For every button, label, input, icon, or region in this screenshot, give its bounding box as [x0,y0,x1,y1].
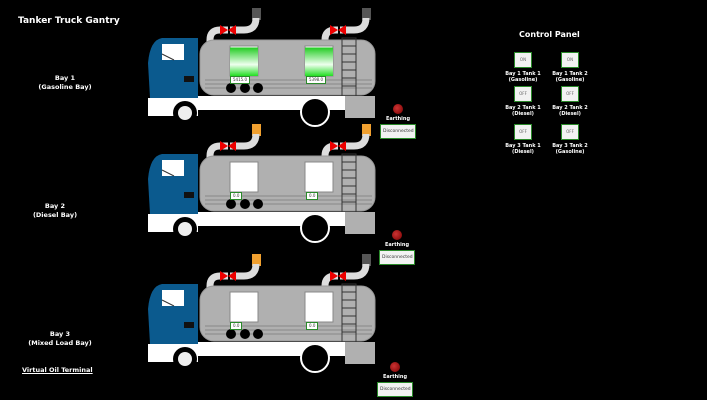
tank-toggle-button[interactable]: OFF [561,124,579,140]
tank-fuel-type: (Gasoline) [508,77,538,83]
earthing-indicator-icon [393,104,403,114]
fuel-pipe-1 [252,114,261,136]
tank-toggle-label: Bay 2 Tank 1(Diesel) [498,105,548,117]
valve-icon[interactable] [220,141,228,151]
bay-2-type: (Diesel Bay) [32,211,78,219]
bay-3-tank-2-value: 0.0 [306,322,319,330]
bay-3-earthing: Earthing Disconnected [375,362,415,397]
tank-fuel-type: (Gasoline) [555,77,585,83]
bay-3-truck [140,244,380,373]
bay-2-earthing: Earthing Disconnected [377,230,417,265]
fuel-pipe-2 [362,0,371,20]
earthing-label: Earthing [384,242,410,248]
tank-name: Bay 1 Tank 1 [505,71,541,77]
bay-1-name: Bay 1 [54,74,76,82]
tanker-truck-icon [148,0,376,127]
bay-2-label: Bay 2 (Diesel Bay) [20,202,90,220]
earthing-label: Earthing [382,374,408,380]
control-item-4: OFF Bay 2 Tank 2(Diesel) [545,86,595,117]
earthing-status[interactable]: Disconnected [379,250,415,265]
tank-fuel-type: (Diesel) [512,149,534,155]
tank-toggle-button[interactable]: OFF [514,124,532,140]
earthing-status[interactable]: Disconnected [380,124,416,139]
tank-name: Bay 3 Tank 2 [552,143,588,149]
valve-icon[interactable] [330,25,338,35]
earthing-status[interactable]: Disconnected [377,382,413,397]
valve-icon[interactable] [330,141,338,151]
footer-link[interactable]: Virtual Oil Terminal [22,366,93,374]
tank-fuel-type: (Gasoline) [555,149,585,155]
fuel-pipe-2 [362,244,371,266]
bay-2-name: Bay 2 [44,202,66,210]
bay-3-name: Bay 3 [49,330,71,338]
tank-toggle-button[interactable]: ON [514,52,532,68]
bay-3-label: Bay 3 (Mixed Load Bay) [20,330,100,348]
tank-toggle-button[interactable]: ON [561,52,579,68]
tank-name: Bay 1 Tank 2 [552,71,588,77]
bay-1-tank-1-value: 5415.0 [230,76,250,84]
tank-toggle-label: Bay 1 Tank 2(Gasoline) [545,71,595,83]
control-item-6: OFF Bay 3 Tank 2(Gasoline) [545,124,595,155]
fuel-pipe-1 [252,244,261,266]
bay-1-earthing: Earthing Disconnected [378,104,418,139]
tank-name: Bay 2 Tank 1 [505,105,541,111]
bay-3-tank-1-value: 0.0 [230,322,243,330]
control-panel-title: Control Panel [519,30,580,39]
valve-icon[interactable] [220,271,228,281]
bay-1-label: Bay 1 (Gasoline Bay) [30,74,100,92]
bay-2-truck [140,114,380,243]
bay-1-type: (Gasoline Bay) [38,83,92,91]
control-item-2: ON Bay 1 Tank 2(Gasoline) [545,52,595,83]
bay-2-tank-2-value: 0.0 [306,192,319,200]
tank-toggle-button[interactable]: OFF [514,86,532,102]
tank-toggle-button[interactable]: OFF [561,86,579,102]
bay-1-truck [140,0,380,127]
bay-1-tank-2-value: 5398.0 [306,76,326,84]
tank-name: Bay 2 Tank 2 [552,105,588,111]
tank-toggle-label: Bay 3 Tank 2(Gasoline) [545,143,595,155]
tank-toggle-label: Bay 2 Tank 2(Diesel) [545,105,595,117]
tank-fuel-type: (Diesel) [559,111,581,117]
control-item-1: ON Bay 1 Tank 1(Gasoline) [498,52,548,83]
bay-3-type: (Mixed Load Bay) [28,339,92,347]
tank-name: Bay 3 Tank 1 [505,143,541,149]
tank-toggle-label: Bay 3 Tank 1(Diesel) [498,143,548,155]
tanker-truck-icon [148,244,376,373]
valve-icon[interactable] [220,25,228,35]
valve-icon[interactable] [330,271,338,281]
control-item-3: OFF Bay 2 Tank 1(Diesel) [498,86,548,117]
bay-2-tank-1-value: 0.0 [230,192,243,200]
fuel-pipe-1 [252,0,261,20]
tank-toggle-label: Bay 1 Tank 1(Gasoline) [498,71,548,83]
earthing-indicator-icon [390,362,400,372]
fuel-pipe-2 [362,114,371,136]
control-item-5: OFF Bay 3 Tank 1(Diesel) [498,124,548,155]
earthing-indicator-icon [392,230,402,240]
earthing-label: Earthing [385,116,411,122]
tanker-truck-icon [148,114,376,243]
tank-fuel-type: (Diesel) [512,111,534,117]
page-title: Tanker Truck Gantry [18,16,120,26]
